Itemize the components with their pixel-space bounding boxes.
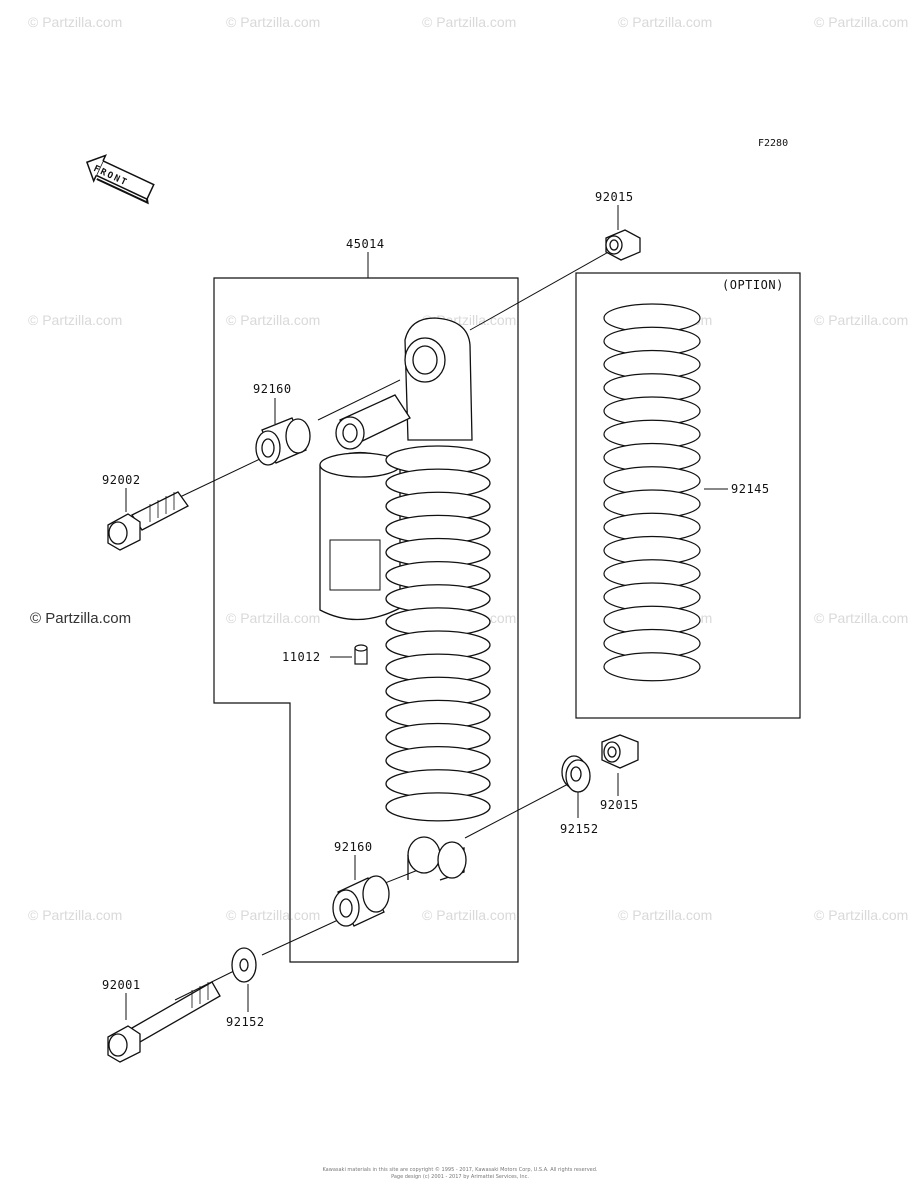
cap-11012 <box>354 644 368 665</box>
part-label-11012[interactable]: 11012 <box>282 650 321 664</box>
part-label-92152-left[interactable]: 92152 <box>226 1015 265 1029</box>
part-label-92160-lower[interactable]: 92160 <box>334 840 373 854</box>
washer-92152-left <box>231 947 257 983</box>
option-box <box>575 272 801 719</box>
watermark: © Partzilla.com <box>618 14 713 30</box>
shock-absorber <box>319 317 491 881</box>
watermark: © Partzilla.com <box>226 14 321 30</box>
watermark: © Partzilla.com <box>28 907 123 923</box>
part-label-92145[interactable]: 92145 <box>731 482 770 496</box>
diagram-code: F2280 <box>758 138 789 149</box>
leader-lines <box>125 205 728 1020</box>
watermark: © Partzilla.com <box>226 312 321 328</box>
watermark: © Partzilla.com <box>28 312 123 328</box>
part-label-92160-upper[interactable]: 92160 <box>253 382 292 396</box>
footer-design: Page design (c) 2001 - 2017 by Arimattei… <box>391 1174 529 1180</box>
collar-92160-lower <box>332 875 390 927</box>
bolt-92002 <box>107 491 189 551</box>
footer-copyright: Kawasaki materials in this site are copy… <box>322 1167 598 1173</box>
watermark: © Partzilla.com <box>814 14 909 30</box>
bolt-92001 <box>107 981 221 1063</box>
nut-92015-top <box>605 229 641 261</box>
part-label-92152-right[interactable]: 92152 <box>560 822 599 836</box>
spring-coil <box>385 792 491 822</box>
watermark: © Partzilla.com <box>814 312 909 328</box>
watermark: © Partzilla.com <box>618 907 713 923</box>
watermark: © Partzilla.com <box>226 907 321 923</box>
watermark: © Partzilla.com <box>814 907 909 923</box>
nut-92015-bottom <box>601 734 639 769</box>
washer-92152-right <box>561 755 591 793</box>
watermark: © Partzilla.com <box>226 610 321 626</box>
part-label-92002[interactable]: 92002 <box>102 473 141 487</box>
front-arrow-icon <box>85 154 155 205</box>
option-spring <box>603 303 701 682</box>
spring-coil <box>603 652 701 682</box>
part-label-45014[interactable]: 45014 <box>346 237 385 251</box>
assembly-outline <box>213 277 519 963</box>
option-label: (OPTION) <box>722 278 784 292</box>
watermark: © Partzilla.com <box>422 907 517 923</box>
watermark: © Partzilla.com <box>814 610 909 626</box>
collar-92160-upper <box>255 417 311 466</box>
part-label-92015-top[interactable]: 92015 <box>595 190 634 204</box>
watermark: © Partzilla.com <box>422 14 517 30</box>
watermark-main: © Partzilla.com <box>30 610 132 627</box>
watermark: © Partzilla.com <box>28 14 123 30</box>
part-label-92015-bottom[interactable]: 92015 <box>600 798 639 812</box>
part-label-92001[interactable]: 92001 <box>102 978 141 992</box>
